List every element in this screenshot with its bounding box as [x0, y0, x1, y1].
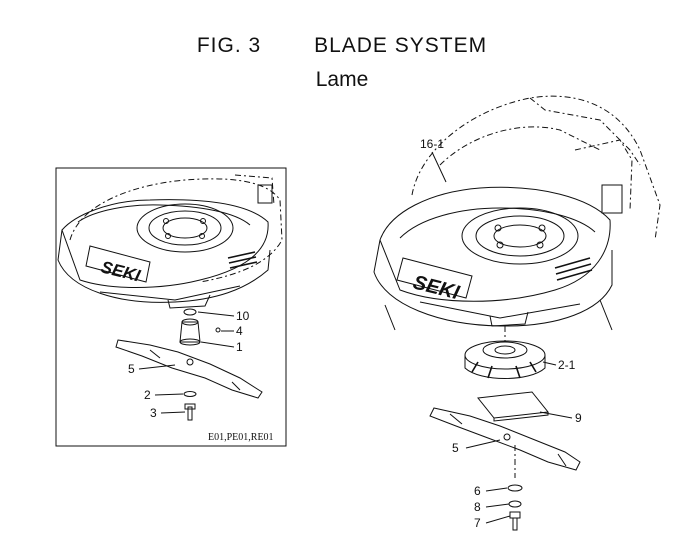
inset-callout-2: 2 [144, 388, 151, 402]
blade-plate [477, 391, 549, 422]
figure-subtitle: Lame [315, 68, 369, 91]
figure-title: FIG. 3 BLADE SYSTEM [0, 34, 684, 58]
figure-heading: BLADE SYSTEM [314, 34, 488, 57]
inset-callout-1: 1 [236, 340, 243, 354]
mower-blade [429, 407, 581, 471]
inset-blade-parts [115, 308, 263, 421]
inset-callout-5: 5 [128, 362, 135, 376]
right-assembly: SEKI [373, 95, 661, 531]
inset-callout-4: 4 [236, 324, 243, 338]
blade-adapter [464, 326, 546, 379]
inset-callout-leaders [138, 311, 235, 414]
callout-9: 9 [575, 411, 582, 425]
callout-7: 7 [474, 516, 481, 530]
callout-2-1: 2-1 [558, 358, 576, 372]
model-code: E01,PE01,RE01 [208, 432, 274, 443]
blade-fasteners [507, 445, 523, 531]
inset-callout-10: 10 [236, 309, 250, 323]
mower-deck: SEKI [373, 95, 661, 331]
inset-mower-deck: SEKI [57, 174, 283, 309]
inset-frame [55, 167, 287, 447]
callout-leaders [431, 151, 573, 524]
left-inset: SEKI 10 [55, 167, 287, 447]
callout-6: 6 [474, 484, 481, 498]
callout-16-1: 16-1 [420, 137, 444, 151]
callout-8: 8 [474, 500, 481, 514]
inset-brand-logo: SEKI [99, 257, 143, 285]
callout-5: 5 [452, 441, 459, 455]
inset-callout-3: 3 [150, 406, 157, 420]
figure-number: FIG. 3 [196, 34, 262, 57]
